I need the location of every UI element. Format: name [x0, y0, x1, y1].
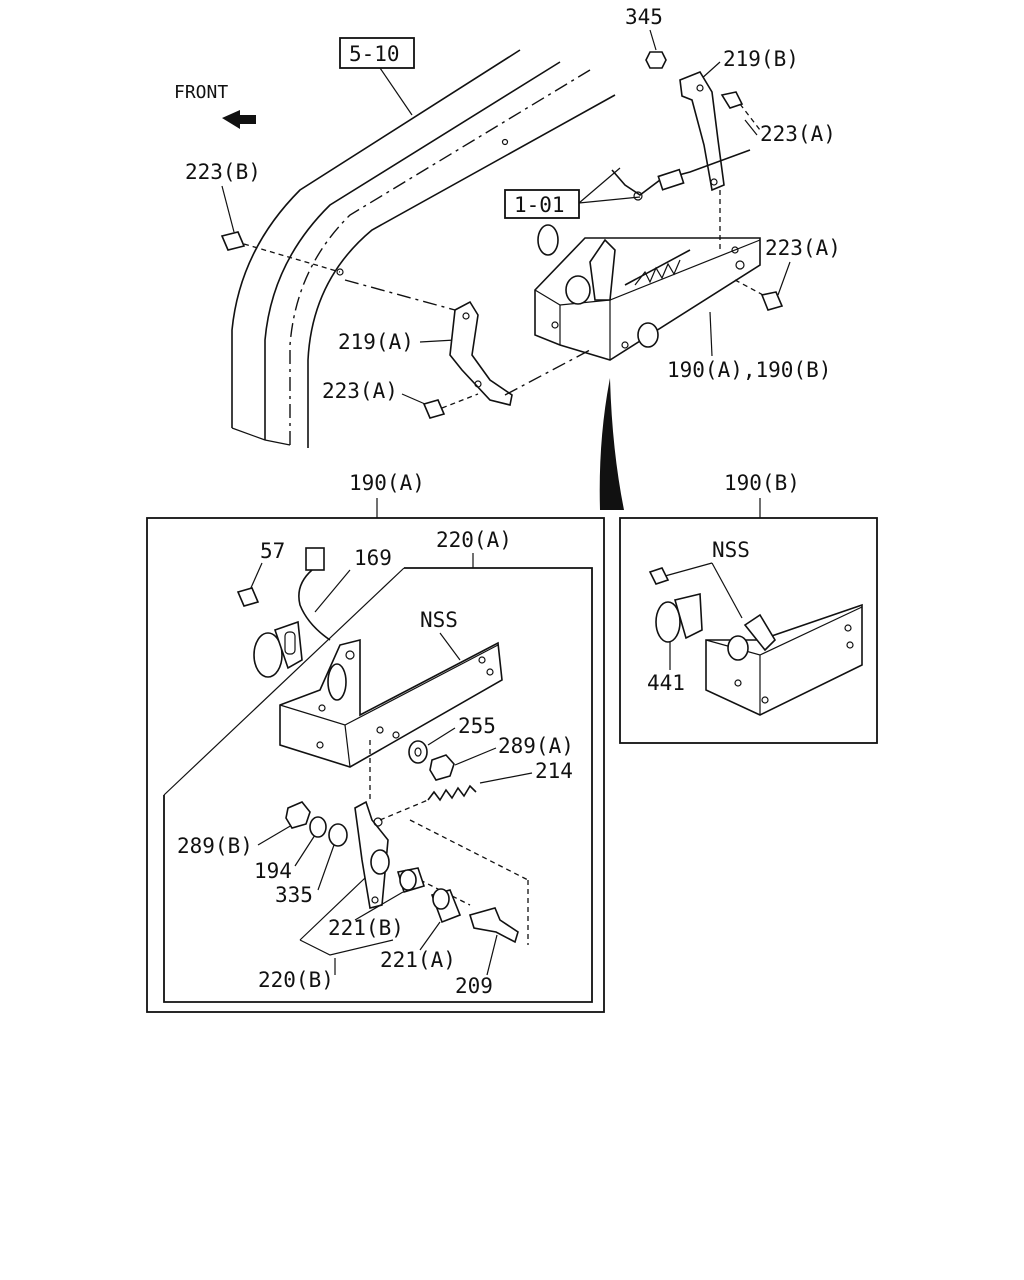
lever-220b	[354, 800, 390, 909]
washer-255	[408, 740, 428, 764]
label-190a: 190(A)	[349, 471, 425, 495]
label-57: 57	[260, 539, 285, 563]
spring-214	[427, 784, 477, 802]
label-190b: 190(B)	[724, 471, 800, 495]
washer-335	[328, 823, 348, 847]
inner-box-220a	[163, 567, 593, 1003]
label-345: 345	[625, 5, 663, 29]
clip-194	[309, 816, 327, 838]
front-arrow-icon	[222, 110, 256, 129]
detail-box-190a	[146, 517, 605, 1013]
ref-5-10: 5-10	[349, 42, 400, 66]
nut-345	[645, 51, 667, 69]
leader-5-10	[379, 67, 413, 116]
label-nss-b: NSS	[712, 538, 750, 562]
label-219a: 219(A)	[338, 330, 414, 354]
label-223a-2: 223(A)	[765, 236, 841, 260]
bolt-223a-1	[720, 91, 744, 109]
label-255: 255	[458, 714, 496, 738]
bolt-57	[236, 587, 260, 607]
bolt-nss-b	[648, 567, 670, 585]
label-223a-3: 223(A)	[322, 379, 398, 403]
front-label: FRONT	[174, 82, 228, 103]
connector-169	[305, 547, 325, 571]
nut-289b	[285, 801, 311, 829]
label-223a-1: 223(A)	[760, 122, 836, 146]
pin-209	[468, 907, 519, 944]
bracket-190b	[705, 603, 863, 716]
ref-box-5-10	[339, 37, 415, 69]
bolt-223b	[220, 231, 246, 251]
label-221a: 221(A)	[380, 948, 456, 972]
label-194: 194	[254, 859, 292, 883]
bracket-220a	[279, 638, 503, 768]
nut-289a	[429, 754, 455, 781]
bracket-219a	[449, 300, 513, 406]
ref-box-1-01	[504, 189, 580, 219]
bolt-223a-2	[760, 291, 784, 311]
label-169: 169	[354, 546, 392, 570]
label-nss-a: NSS	[420, 608, 458, 632]
label-214: 214	[535, 759, 573, 783]
ref-1-01: 1-01	[514, 193, 565, 217]
label-289b: 289(B)	[177, 834, 253, 858]
label-220b: 220(B)	[258, 968, 334, 992]
bracket-assembly-190	[534, 224, 761, 361]
label-209: 209	[455, 974, 493, 998]
label-219b: 219(B)	[723, 47, 799, 71]
label-221b: 221(B)	[328, 916, 404, 940]
cable-1-01	[611, 149, 751, 196]
detail-box-190b	[619, 517, 878, 744]
label-335: 335	[275, 883, 313, 907]
label-289a: 289(A)	[498, 734, 574, 758]
label-441: 441	[647, 671, 685, 695]
bracket-219b	[679, 71, 725, 192]
cab-frame	[231, 49, 616, 448]
switch-169	[253, 632, 283, 678]
switch-441	[655, 601, 681, 643]
callout-wedge	[599, 378, 624, 510]
label-190ab: 190(A),190(B)	[667, 358, 831, 382]
label-223b: 223(B)	[185, 160, 261, 184]
bolt-223a-3	[422, 399, 446, 419]
label-220a: 220(A)	[436, 528, 512, 552]
